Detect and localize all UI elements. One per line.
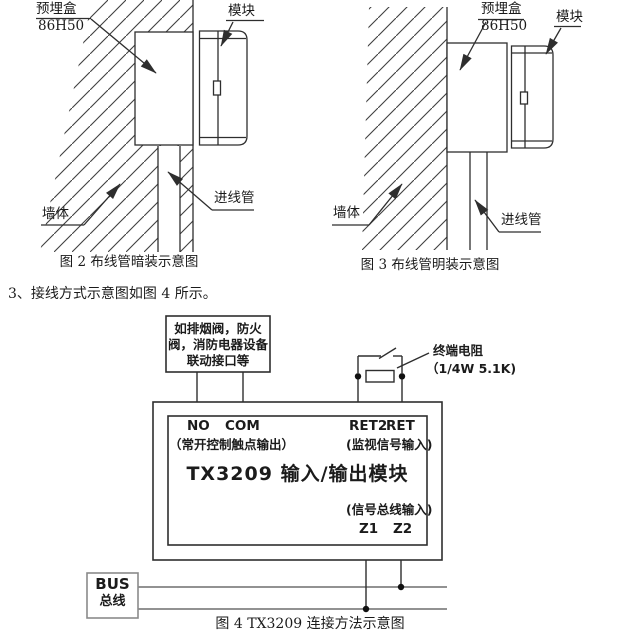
- figure4-diagram: [86, 315, 447, 619]
- fig4-terminal-z2: Z2: [393, 521, 413, 537]
- fig2-wall-label: 墙体: [42, 206, 69, 222]
- fig4-node-dot-z2-bus: [397, 583, 405, 591]
- fig4-terminal-resistor-spec: （1/4W 5.1K): [426, 361, 517, 376]
- fig4-terminal-com: COM: [225, 418, 260, 434]
- fig4-terminal-no: NO: [187, 418, 210, 434]
- fig2-wall-leader-arrow: [83, 183, 121, 226]
- fig3-surface-box-rect: [446, 42, 508, 153]
- fig4-interlock-line3: 联动接口等: [186, 353, 250, 368]
- figure3-diagram: [332, 7, 581, 250]
- fig3-embedded-box-model-label: 86H50: [481, 18, 528, 34]
- fig4-output-note: （常开控制触点输出）: [169, 437, 295, 452]
- fig4-node-dot-z1-bus: [362, 605, 370, 613]
- fig4-module-title: TX3209 输入/输出模块: [186, 463, 409, 485]
- fig4-module-outer-rect: [152, 401, 443, 561]
- fig3-wall-label: 墙体: [333, 205, 360, 221]
- fig4-interlock-box-rect: [165, 315, 271, 373]
- fig2-embedded-box-label: 预埋盒: [36, 1, 77, 17]
- fig2-conduit-label: 进线管: [214, 190, 255, 206]
- fig4-terminal-resistor-label: 终端电阻: [433, 343, 484, 358]
- fig3-conduit-label: 进线管: [501, 212, 542, 228]
- fig4-monitor-note: (监视信号输入): [346, 437, 433, 452]
- fig2-module-outline: [198, 30, 248, 146]
- fig2-embedded-box-model-label: 86H50: [38, 18, 85, 34]
- fig2-conduit-leader-arrow: [167, 171, 213, 211]
- fig3-conduit-leader-arrow: [474, 199, 500, 233]
- fig3-module-outline: [510, 45, 554, 149]
- fig4-bus-box-rect: [86, 572, 139, 619]
- fig4-switch-blade: [378, 347, 397, 360]
- fig2-module-label: 模块: [228, 3, 255, 19]
- fig3-module-leader-arrow: [545, 27, 562, 55]
- figure2-diagram: [36, 0, 264, 252]
- fig3-wall-leader-arrow: [368, 183, 403, 226]
- fig4-node-dot-resistor-right: [398, 373, 406, 380]
- fig2-caption: 图 2 布线管暗装示意图: [59, 254, 199, 270]
- fig3-embedded-box-label: 预埋盒: [481, 1, 522, 17]
- fig3-embedded-box-leader-arrow: [459, 21, 487, 71]
- fig4-interlock-line1: 如排烟阀，防火: [174, 321, 262, 336]
- fig4-terminal-z1: Z1: [359, 521, 379, 537]
- fig3-module-clip: [519, 91, 529, 105]
- fig2-module-clip: [212, 80, 222, 96]
- fig4-caption: 图 4 TX3209 连接方法示意图: [215, 616, 405, 632]
- fig4-resistor-leader-line: [396, 352, 430, 369]
- fig4-bus-box-label: 总线: [99, 594, 126, 609]
- fig4-bus-box-name: BUS: [95, 575, 130, 593]
- fig2-conduit-gap: [158, 146, 180, 252]
- fig2-embedded-box-rect: [134, 31, 194, 146]
- fig3-module-label: 模块: [556, 9, 583, 25]
- fig4-terminal-ret: RET: [386, 418, 415, 434]
- fig3-caption: 图 3 布线管明装示意图: [360, 257, 500, 273]
- fig3-wall-hatch: [362, 7, 447, 250]
- fig4-interlock-box-text: 如排烟阀，防火 阀，消防电器设备 联动接口等: [168, 321, 268, 369]
- fig2-module-leader-arrow: [220, 21, 234, 47]
- fig4-resistor-symbol: [365, 369, 395, 383]
- fig4-interlock-line2: 阀，消防电器设备: [168, 337, 269, 352]
- fig4-terminal-ret2: RET2: [349, 418, 388, 434]
- fig4-module-inner-rect: [167, 415, 428, 546]
- fig4-signal-note: (信号总线输入): [346, 502, 433, 517]
- fig2-embedded-box-leader-arrow: [90, 18, 157, 74]
- body-text-line: 3、接线方式示意图如图 4 所示。: [8, 286, 217, 302]
- fig4-node-dot-resistor-left: [354, 373, 362, 380]
